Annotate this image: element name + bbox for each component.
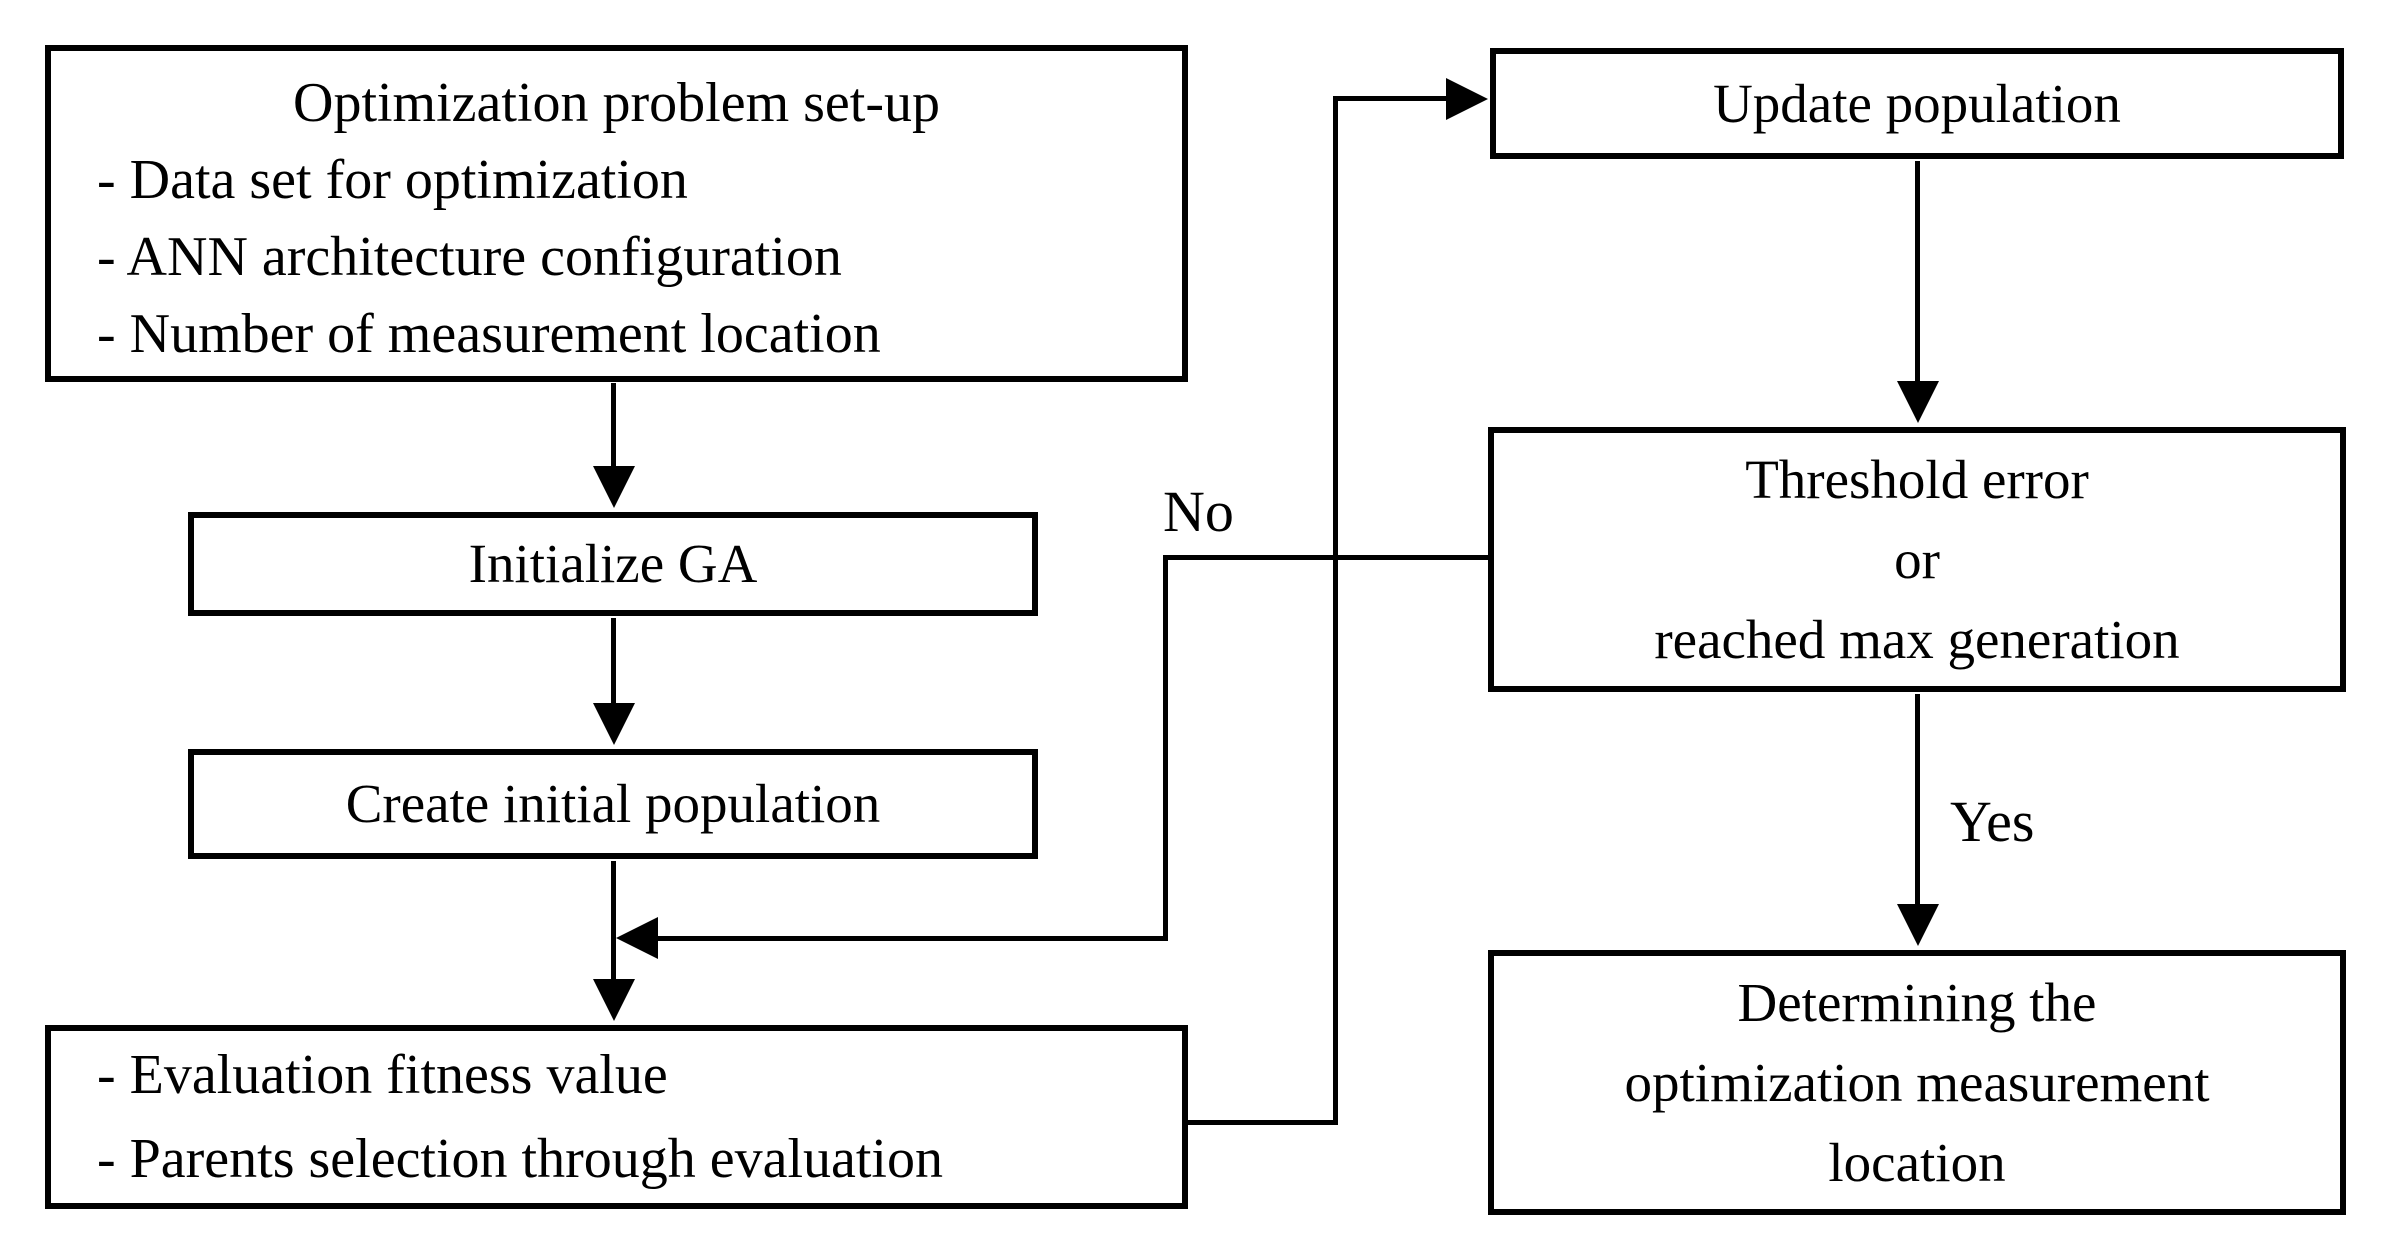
determine-line: Determining the [1737,971,2097,1033]
threshold-box: Threshold error or reached max generatio… [1488,427,2346,692]
update-population-label: Update population [1713,72,2121,134]
evaluation-box: - Evaluation fitness value - Parents sel… [45,1025,1188,1209]
no-path-top-segment [1166,555,1488,560]
evaluation-out-segment [1188,1120,1338,1125]
problem-setup-title: Optimization problem set-up [293,72,940,134]
connector-create-to-evaluation [611,861,616,983]
connector-initialize-to-create [611,618,616,708]
create-population-box: Create initial population [188,749,1038,859]
arrowhead-down-icon [1897,381,1939,423]
initialize-ga-label: Initialize GA [468,533,758,594]
problem-setup-item: - ANN architecture configuration [97,226,842,288]
no-path-vertical-segment [1163,555,1168,941]
threshold-line: or [1894,528,1940,590]
determine-line: location [1828,1131,2006,1193]
arrowhead-down-icon [1897,904,1939,946]
threshold-line: reached max generation [1654,608,2180,670]
problem-setup-item: - Data set for optimization [97,149,688,211]
to-update-segment [1336,96,1448,101]
no-path-bottom-segment [657,936,1168,941]
determine-line: optimization measurement [1624,1051,2210,1113]
no-edge-label: No [1163,479,1234,544]
evaluation-item: - Parents selection through evaluation [97,1128,943,1190]
create-population-label: Create initial population [345,773,881,834]
determine-location-box: Determining the optimization measurement… [1488,950,2346,1215]
problem-setup-box: Optimization problem set-up - Data set f… [45,45,1188,382]
update-population-box: Update population [1490,48,2344,159]
arrowhead-down-icon [593,466,635,508]
evaluation-item: - Evaluation fitness value [97,1044,668,1106]
threshold-line: Threshold error [1745,448,2089,510]
initialize-ga-box: Initialize GA [188,512,1038,616]
connector-setup-to-initialize [611,383,616,473]
arrowhead-left-icon [616,917,658,959]
problem-setup-item: - Number of measurement location [97,303,881,365]
connector-threshold-to-determine [1915,694,1920,906]
loop-up-segment [1333,96,1338,1125]
connector-update-to-threshold [1915,161,1920,383]
arrowhead-down-icon [593,979,635,1021]
arrowhead-right-icon [1446,78,1488,120]
yes-edge-label: Yes [1950,789,2035,854]
arrowhead-down-icon [593,703,635,745]
